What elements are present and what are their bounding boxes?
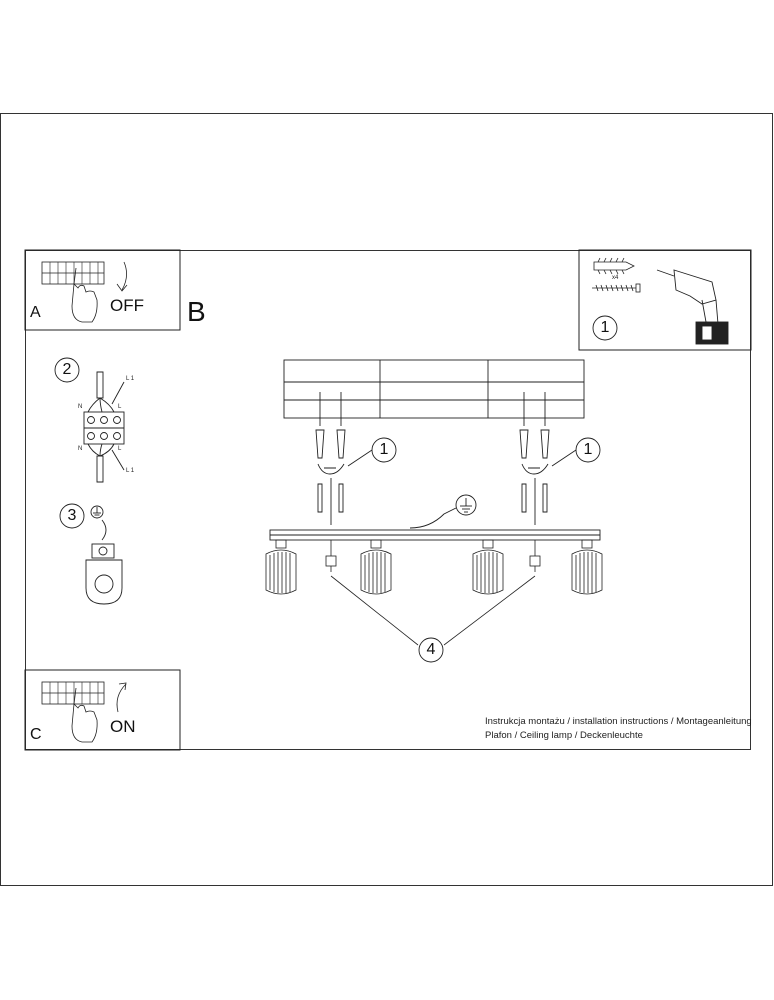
callout-lamps: 4: [426, 641, 436, 658]
wire-label-n-bottom: N: [78, 446, 83, 452]
mounting-screw-left: [325, 540, 419, 646]
wire-label-l1-top: L 1: [126, 376, 135, 382]
step-c-box: [24, 669, 181, 751]
caption-line-2: Plafon / Ceiling lamp / Deckenleuchte: [485, 730, 643, 741]
tools-box: [578, 249, 752, 351]
outer-frame: [0, 113, 773, 886]
ceiling-mount-drawing: [283, 359, 585, 529]
wire-label-l1-bottom: L 1: [126, 468, 135, 474]
step-c-letter: C: [30, 726, 42, 743]
callout-mount-left-circle: [371, 437, 397, 463]
step-b-letter: B: [187, 296, 206, 327]
spotlight-3: [472, 539, 504, 595]
fixings-quantity: x4: [612, 275, 619, 281]
callout-earth-circle: [59, 503, 85, 529]
callout-mount-right-circle: [575, 437, 601, 463]
step-a-action: OFF: [110, 296, 144, 315]
drill-icon: [656, 269, 729, 345]
screw-icon: [592, 283, 641, 293]
spotlight-4: [571, 539, 603, 595]
step-c-action: ON: [110, 717, 136, 736]
wire-label-l-bottom: L: [118, 446, 122, 452]
instruction-panel: [25, 250, 751, 750]
wire-label-l-top: L: [118, 404, 122, 410]
earth-terminal-diagram: [85, 505, 123, 605]
lamp-bar-drawing: [269, 529, 601, 541]
step-a-box: [24, 249, 181, 331]
wall-plug-icon: [593, 257, 635, 275]
callout-drill-circle: [592, 315, 618, 341]
callout-mount-right: 1: [583, 441, 593, 458]
wire-label-n-top: N: [78, 404, 83, 410]
callout-wiring-circle: [54, 357, 80, 383]
terminal-strip-c-icon: [41, 681, 127, 743]
callout-drill: 1: [600, 319, 610, 336]
terminal-strip-a-icon: [41, 261, 128, 323]
caption-line-1: Instrukcja montażu / installation instru…: [485, 716, 752, 727]
mounting-screw-right: [443, 540, 541, 646]
step-a-letter: A: [30, 304, 41, 321]
callout-lamps-circle: [418, 637, 444, 663]
callout-earth: 3: [67, 507, 77, 524]
spotlight-2: [360, 539, 392, 595]
callout-wiring: 2: [62, 361, 72, 378]
callout-mount-left: 1: [379, 441, 389, 458]
spotlight-1: [265, 539, 297, 595]
wiring-diagram: [83, 371, 125, 483]
